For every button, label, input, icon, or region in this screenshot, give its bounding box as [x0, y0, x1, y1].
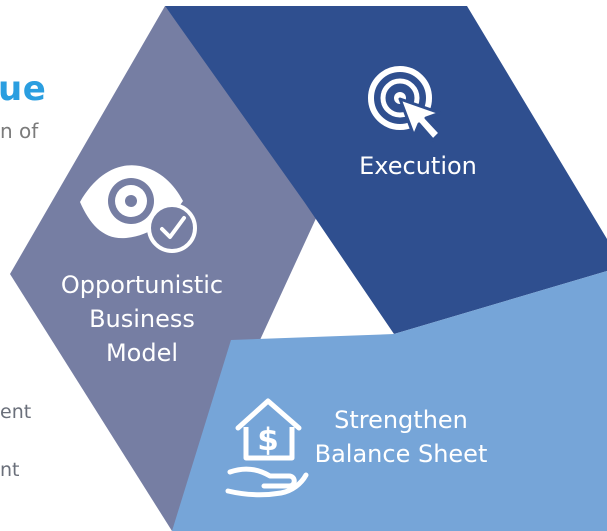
execution-label: Execution — [359, 152, 477, 180]
strengthen-balance-sheet-segment — [172, 271, 607, 531]
cropped-side-text-2: nt — [0, 459, 20, 481]
balance-label-line-2: Balance Sheet — [314, 440, 488, 468]
opportunistic-label-line-1: Opportunistic — [60, 271, 224, 299]
strengthen-balance-sheet-label: Strengthen Balance Sheet — [313, 403, 489, 471]
cropped-title-fragment: ue — [0, 69, 47, 109]
opportunistic-label-line-3: Model — [105, 339, 179, 367]
cropped-subtitle-fragment: n of — [0, 119, 39, 143]
opportunistic-label-line-2: Business — [89, 305, 195, 333]
opportunistic-business-model-segment — [10, 6, 318, 531]
eye-check-icon — [80, 165, 197, 253]
opportunistic-business-model-label: Opportunistic Business Model — [52, 268, 232, 370]
execution-segment — [165, 6, 607, 334]
svg-text:$: $ — [257, 422, 279, 458]
cropped-side-text-1: ent — [0, 401, 32, 423]
target-cursor-icon — [368, 66, 442, 142]
balance-label-line-1: Strengthen — [334, 406, 468, 434]
house-dollar-hand-icon: $ — [225, 398, 309, 498]
